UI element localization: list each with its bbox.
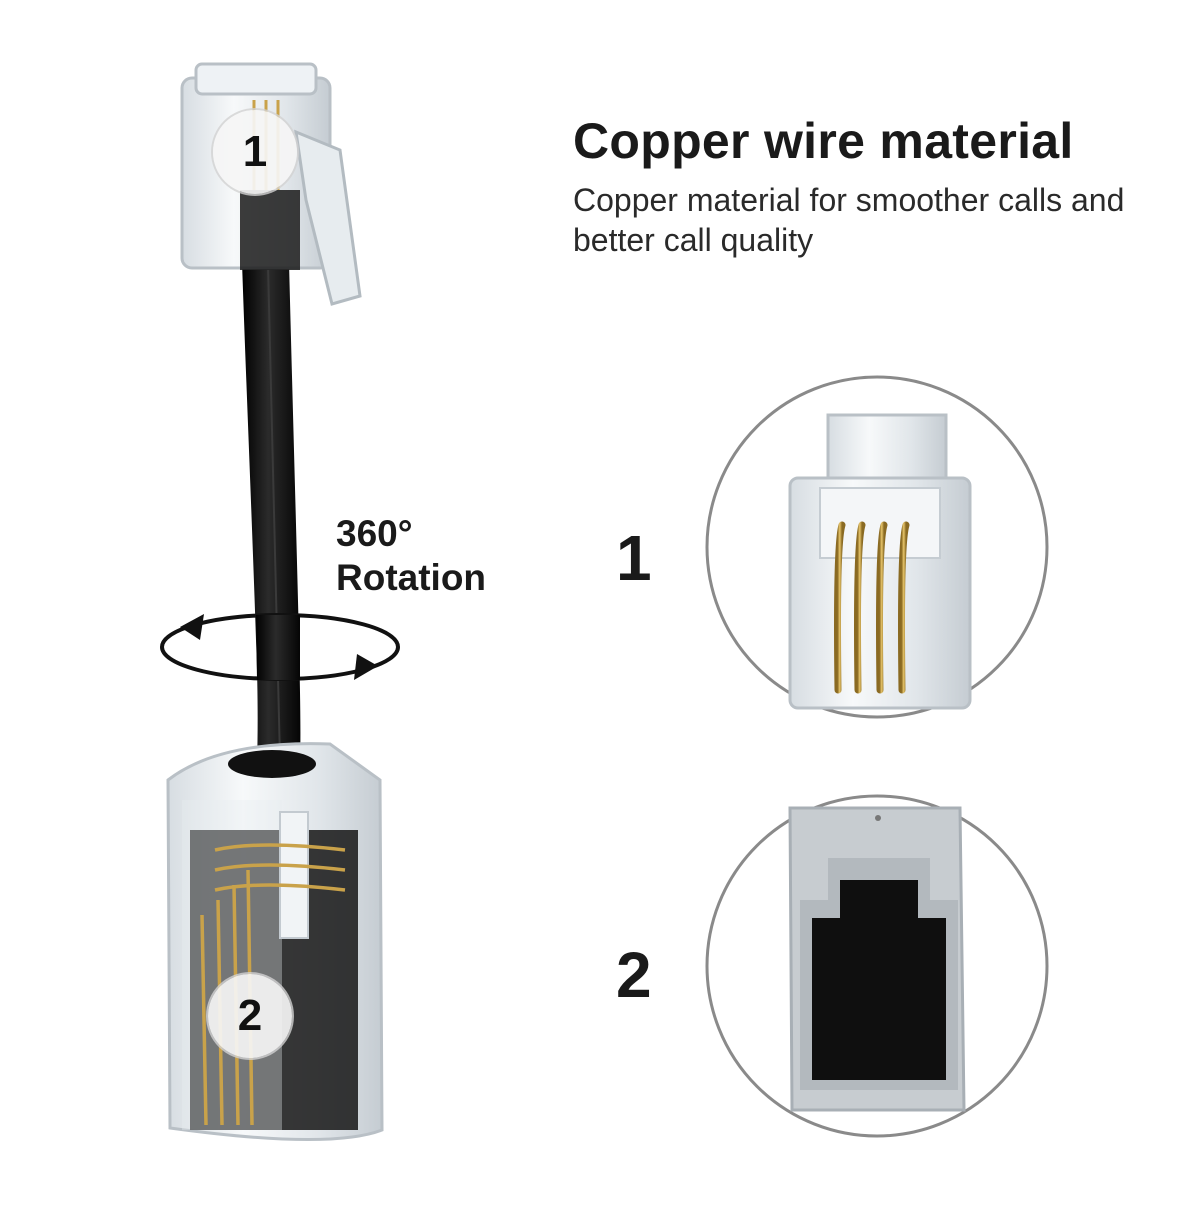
closeup-socket (705, 794, 1049, 1138)
cable (242, 262, 301, 765)
headline: Copper wire material (573, 113, 1074, 169)
rotation-word: Rotation (336, 557, 487, 598)
side-label-2: 2 (616, 939, 652, 1011)
top-plug (180, 62, 362, 306)
bottom-coupler (166, 742, 384, 1142)
rotation-degrees: 360° (336, 513, 413, 554)
badge-2: 2 (208, 974, 292, 1058)
closeup-plug (705, 375, 1049, 719)
side-label-1: 1 (616, 522, 652, 594)
rotation-label: 360° Rotation (336, 512, 486, 600)
subtext: Copper material for smoother calls and b… (573, 182, 1125, 258)
badge-1: 1 (213, 110, 297, 194)
